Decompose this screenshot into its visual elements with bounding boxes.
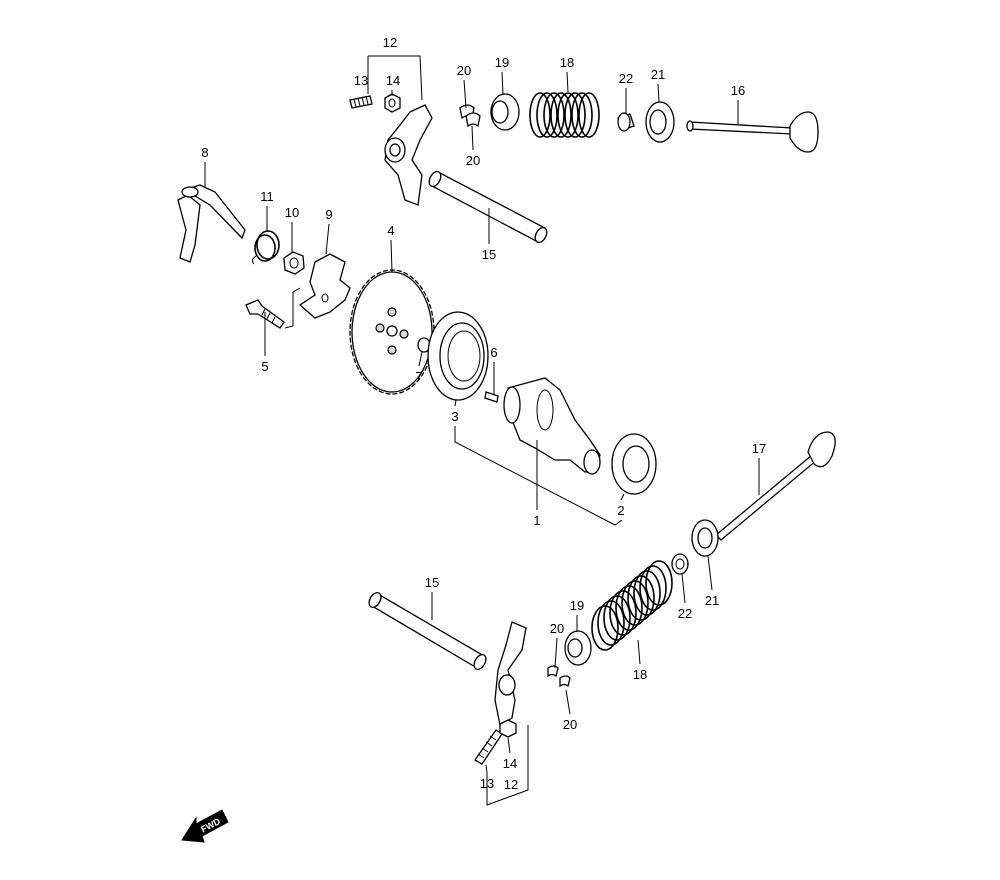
intake-valve[interactable] [715,431,836,541]
spring-coil [603,595,631,641]
bolt-bracket [284,287,301,329]
valve-cotter-top[interactable] [459,104,481,128]
callout-13: 13 [354,73,368,88]
callout-18: 18 [633,667,647,682]
camshaft[interactable] [503,377,601,475]
callout-20: 20 [457,63,471,78]
callout-9: 9 [325,207,332,222]
spring-coil [529,92,551,138]
spring-coil [597,600,625,646]
callout-1: 1 [533,513,540,528]
rocker-shaft-bottom[interactable] [367,591,489,672]
callout-7: 7 [415,369,422,384]
callout-16: 16 [731,83,745,98]
cam-pin[interactable] [484,391,499,403]
spring-coil [571,92,593,138]
rocker-shaft-top[interactable] [427,170,549,245]
callout-4: 4 [387,223,394,238]
spring-seat-top[interactable] [645,101,675,143]
spring-coil [645,560,673,606]
lock-nut-top[interactable] [384,93,401,113]
leader-lines [204,55,760,806]
callout-20: 20 [550,621,564,636]
valve-cotter-bottom[interactable] [547,665,571,688]
rocker-arm-top[interactable] [384,104,433,206]
spring-coil [633,570,661,616]
decomp-nut[interactable] [283,251,305,275]
spring-retainer-bottom[interactable] [564,630,592,666]
bearing-left[interactable] [427,311,489,401]
spring-coil [550,92,572,138]
callout-12: 12 [383,35,397,50]
callout-20: 20 [563,717,577,732]
spring-coil [609,590,637,636]
cam-sprocket[interactable] [349,269,435,395]
adjust-screw-bottom[interactable] [474,729,503,765]
spring-coil [591,605,619,651]
callout-11: 11 [260,189,274,204]
stem-seal-top[interactable] [617,112,635,132]
callout-22: 22 [678,606,692,621]
valve-spring-top[interactable] [529,92,600,138]
decomp-plate[interactable] [298,253,351,319]
spring-coil [564,92,586,138]
callout-19: 19 [495,55,509,70]
adjust-screw-top[interactable] [349,95,373,109]
callout-3: 3 [451,409,458,424]
exhaust-valve[interactable] [686,111,819,153]
callout-8: 8 [201,145,208,160]
spring-coil [536,92,558,138]
spring-coil [557,92,579,138]
callout-22: 22 [619,71,633,86]
callout-6: 6 [490,345,497,360]
rocker-arm-bottom[interactable] [494,621,527,727]
callout-18: 18 [560,55,574,70]
callout-12: 12 [504,777,518,792]
callout-21: 21 [705,593,719,608]
callout-14: 14 [386,73,400,88]
bearing-right[interactable] [611,433,657,495]
callout-5: 5 [261,359,268,374]
lock-nut-bottom[interactable] [499,719,517,738]
decomp-shaft[interactable] [177,184,246,263]
spring-retainer-top[interactable] [490,93,520,131]
callout-20: 20 [466,153,480,168]
callout-10: 10 [285,205,299,220]
callout-2: 2 [617,503,624,518]
spring-seat-bottom[interactable] [691,519,719,557]
callout-19: 19 [570,598,584,613]
spring-coil [543,92,565,138]
spring-coil [639,565,667,611]
callout-15: 15 [425,575,439,590]
callout-15: 15 [482,247,496,262]
fwd-arrow-icon: FWD [181,809,229,843]
valve-spring-bottom[interactable] [591,560,673,651]
decomp-spring[interactable] [251,230,280,265]
spring-coil [627,575,655,621]
callout-21: 21 [651,67,665,82]
callout-labels: 12 13 14 20 20 19 18 22 21 16 8 11 10 9 … [201,35,766,792]
callout-14: 14 [503,756,517,771]
callout-17: 17 [752,441,766,456]
stem-seal-bottom[interactable] [671,553,689,575]
spring-coil [615,585,643,631]
spring-coil [621,580,649,626]
callout-13: 13 [480,776,494,791]
spring-coil [578,92,600,138]
